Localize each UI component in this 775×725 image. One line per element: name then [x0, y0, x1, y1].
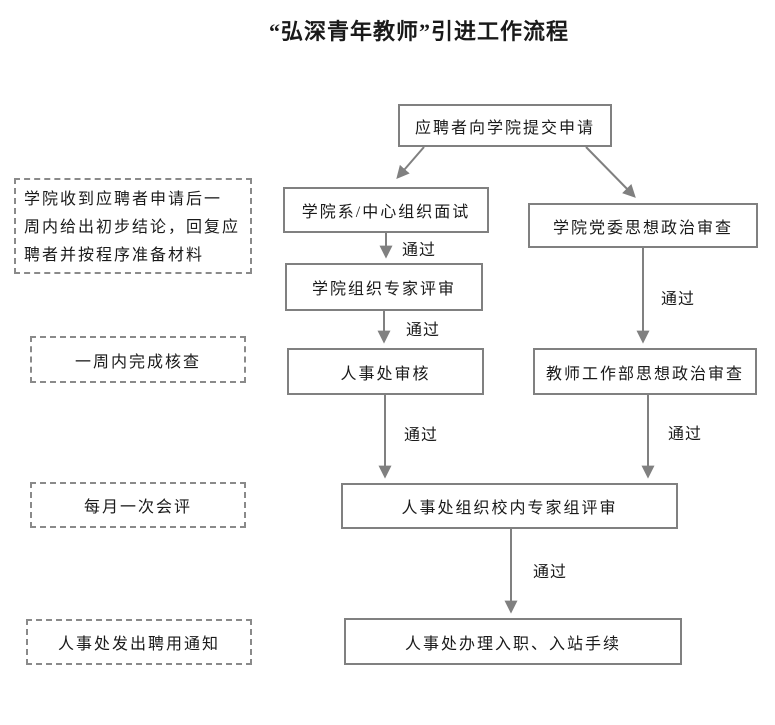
edge-label-pass: 通过	[406, 322, 441, 339]
node-submit-application: 应聘者向学院提交申请	[398, 104, 612, 147]
node-hr-review: 人事处审核	[287, 348, 484, 395]
side-note-line: 学院收到应聘者申请后一	[24, 191, 223, 208]
node-college-interview: 学院系/中心组织面试	[283, 187, 489, 233]
edge-label-pass: 通过	[402, 242, 437, 259]
edge-label-pass: 通过	[661, 291, 696, 308]
node-party-committee-review: 学院党委思想政治审查	[528, 203, 758, 248]
arrow-submit-to-party-review	[585, 146, 636, 198]
side-note-verification-deadline: 一周内完成核查	[30, 336, 246, 383]
node-campus-expert-panel-review: 人事处组织校内专家组评审	[341, 483, 678, 529]
side-note-college-reply: 学院收到应聘者申请后一 周内给出初步结论，回复应 聘者并按程序准备材料	[14, 178, 252, 274]
arrow-submit-to-interview	[396, 146, 425, 179]
side-note-employment-notice: 人事处发出聘用通知	[26, 619, 252, 665]
side-note-monthly-review: 每月一次会评	[30, 482, 246, 528]
node-teacher-dept-review: 教师工作部思想政治审查	[533, 348, 757, 395]
side-note-line: 周内给出初步结论，回复应	[24, 219, 241, 236]
edge-label-pass: 通过	[404, 427, 439, 444]
node-college-expert-review: 学院组织专家评审	[285, 263, 483, 311]
side-note-line: 聘者并按程序准备材料	[24, 247, 205, 264]
edge-label-pass: 通过	[668, 426, 703, 443]
node-onboarding-procedures: 人事处办理入职、入站手续	[344, 618, 682, 665]
page-title: “弘深青年教师”引进工作流程	[268, 19, 569, 44]
edge-label-pass: 通过	[533, 564, 568, 581]
